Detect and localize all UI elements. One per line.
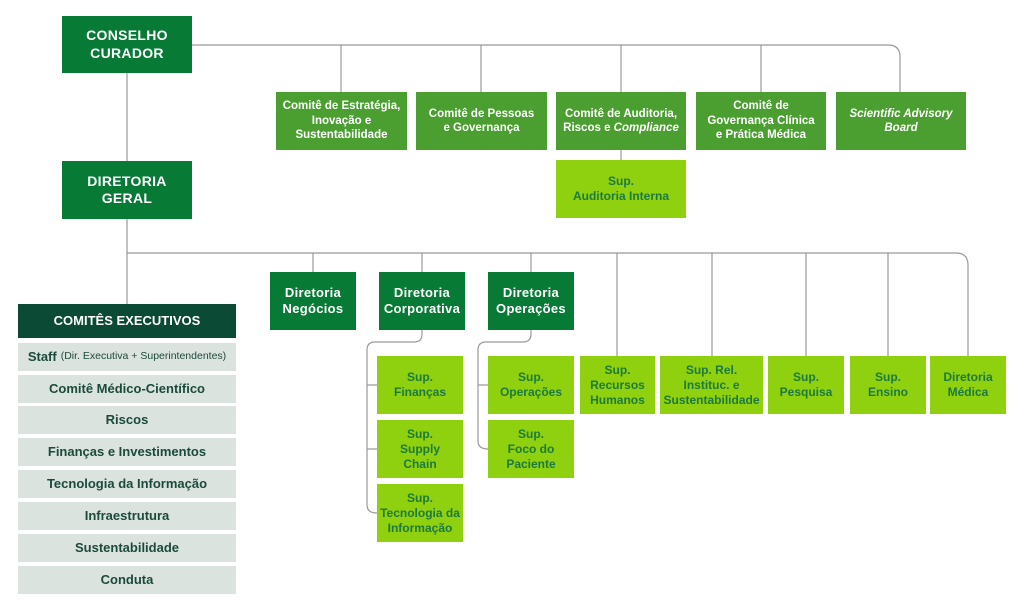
diretoria-negocios: Diretoria Negócios — [270, 272, 356, 330]
exec-item: Tecnologia da Informação — [18, 470, 236, 498]
committee-estrategia: Comitê de Estratégia, Inovação e Sustent… — [276, 92, 407, 150]
committee-pessoas: Comitê de Pessoas e Governança — [416, 92, 547, 150]
conselho-curador-box: CONSELHO CURADOR — [62, 16, 192, 73]
staff-note: (Dir. Executiva + Superintendentes) — [60, 350, 227, 363]
exec-item: Riscos — [18, 406, 236, 434]
committee-auditoria: Comitê de Auditoria, Riscos e Compliance — [556, 92, 686, 150]
committee-scientific-advisory: Scientific Advisory Board — [836, 92, 966, 150]
sup-foco-paciente: Sup. Foco do Paciente — [488, 420, 574, 478]
exec-item: Comitê Médico-Científico — [18, 375, 236, 403]
sup-pesquisa: Sup. Pesquisa — [768, 356, 844, 414]
sup-recursos-humanos: Sup. Recursos Humanos — [580, 356, 655, 414]
committee-governanca-clinica: Comitê de Governança Clínica e Prática M… — [696, 92, 826, 150]
compliance-label: Compliance — [613, 122, 679, 134]
comites-executivos-header: COMITÊS EXECUTIVOS — [18, 304, 236, 338]
sup-auditoria-interna: Sup. Auditoria Interna — [556, 160, 686, 218]
sup-supply-chain: Sup. Supply Chain — [377, 420, 463, 478]
sup-tecnologia-informacao: Sup. Tecnologia da Informação — [377, 484, 463, 542]
staff-label: Staff — [27, 348, 57, 364]
exec-item: Conduta — [18, 566, 236, 594]
diretoria-geral-box: DIRETORIA GERAL — [62, 161, 192, 219]
exec-item: Infraestrutura — [18, 502, 236, 530]
diretoria-operacoes: Diretoria Operações — [488, 272, 574, 330]
sup-rel-institucionais: Sup. Rel. Instituc. e Sustentabilidade — [660, 356, 763, 414]
exec-item-staff: Staff(Dir. Executiva + Superintendentes) — [18, 343, 236, 371]
diretoria-medica: Diretoria Médica — [930, 356, 1006, 414]
exec-item: Finanças e Investimentos — [18, 438, 236, 466]
exec-item: Sustentabilidade — [18, 534, 236, 562]
diretoria-corporativa: Diretoria Corporativa — [379, 272, 465, 330]
committee-auditoria-label: Comitê de Auditoria, Riscos e — [563, 107, 678, 134]
sup-ensino: Sup. Ensino — [850, 356, 926, 414]
sup-financas: Sup. Finanças — [377, 356, 463, 414]
sup-operacoes: Sup. Operações — [488, 356, 574, 414]
